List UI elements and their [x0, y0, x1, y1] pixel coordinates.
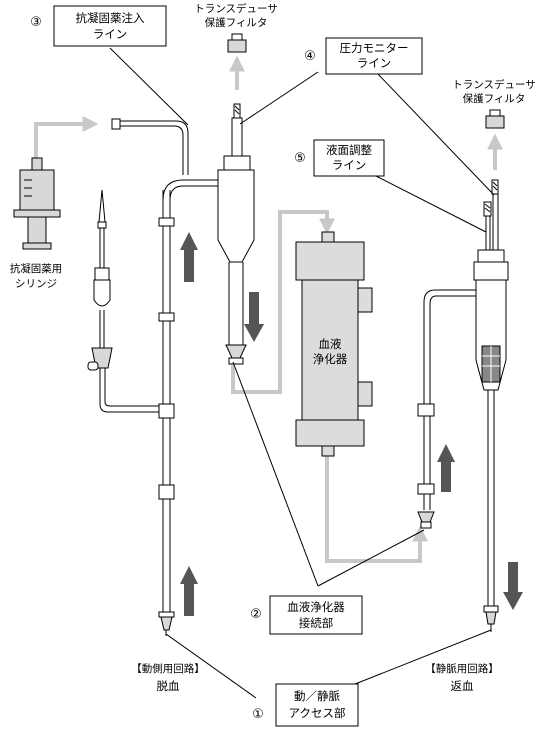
- venous-circuit: [417, 179, 509, 632]
- label-filter-right: トランスデューサ 保護フィルタ: [452, 78, 536, 105]
- grey-arrow-to-purifier: [231, 210, 335, 394]
- anticoagulant-syringe: [13, 157, 61, 250]
- leader-lines: [109, 47, 495, 699]
- filter-cap-icon: [227, 33, 247, 53]
- label-line2: 保護フィルタ: [463, 92, 526, 105]
- filter-connector-left: [233, 103, 241, 119]
- label-line1: トランスデューサ: [452, 78, 536, 91]
- label-level-adjust: ⑤ 液面調整 ライン: [294, 139, 385, 177]
- flow-arrows: [180, 232, 523, 616]
- label-line2: ライン: [332, 158, 367, 172]
- purifier-label-2: 浄化器: [313, 352, 348, 366]
- flow-arrow-up-icon: [437, 444, 455, 492]
- label-line2: ライン: [93, 27, 128, 41]
- label-filter-left: トランスデューサ 保護フィルタ: [194, 2, 278, 29]
- label-line1: トランスデューサ: [194, 2, 278, 15]
- label-pressure-monitor: ④ 圧力モニター ライン: [304, 37, 423, 75]
- label-access: ① 動／静脈 アクセス部: [252, 683, 359, 727]
- flow-arrow-down-icon: [503, 562, 523, 610]
- label-line2: アクセス部: [289, 706, 346, 720]
- flow-arrow-up-icon: [180, 232, 198, 282]
- label-line1: 血液浄化器: [287, 600, 345, 614]
- blood-purifier: 血液 浄化器: [295, 231, 373, 457]
- label-line2: 返血: [451, 679, 474, 693]
- label-line2: シリンジ: [15, 278, 57, 290]
- label-line1: 抗凝固薬注入: [76, 11, 145, 25]
- label-number: ④: [304, 49, 316, 64]
- purifier-label-1: 血液: [319, 337, 342, 351]
- label-venous-circuit: 【静脈用回路】 返血: [425, 662, 499, 693]
- label-line1: 抗凝固薬用: [10, 262, 63, 275]
- flow-arrow-up-icon: [180, 566, 198, 616]
- label-number: ⑤: [294, 151, 306, 166]
- label-line1: 【静脈用回路】: [425, 662, 499, 675]
- label-line1: 動／静脈: [294, 689, 340, 703]
- arterial-circuit: [87, 118, 220, 636]
- label-number: ②: [250, 607, 262, 622]
- arterial-drip-chamber: [217, 103, 255, 365]
- label-syringe: 抗凝固薬用 シリンジ: [10, 262, 63, 290]
- label-purifier-connection: ② 血液浄化器 接続部: [250, 595, 363, 635]
- grey-direction-arrows: [34, 55, 503, 563]
- label-line2: 脱血: [157, 679, 180, 693]
- filter-cap-right-icon: [485, 109, 505, 129]
- label-line2: 保護フィルタ: [205, 16, 268, 29]
- label-anticoagulant-line: ③ 抗凝固薬注入 ライン: [30, 5, 167, 47]
- label-number: ③: [30, 15, 42, 30]
- grey-arrow-from-purifier: [325, 455, 428, 563]
- label-line2: 接続部: [299, 616, 334, 630]
- flow-arrow-down-icon: [244, 292, 264, 342]
- label-number: ①: [252, 707, 264, 722]
- label-line1: 【動側用回路】: [131, 662, 205, 675]
- label-line1: 圧力モニター: [340, 41, 409, 55]
- label-line1: 液面調整: [326, 143, 372, 157]
- label-line2: ライン: [357, 56, 392, 70]
- label-arterial-circuit: 【動側用回路】 脱血: [131, 662, 205, 693]
